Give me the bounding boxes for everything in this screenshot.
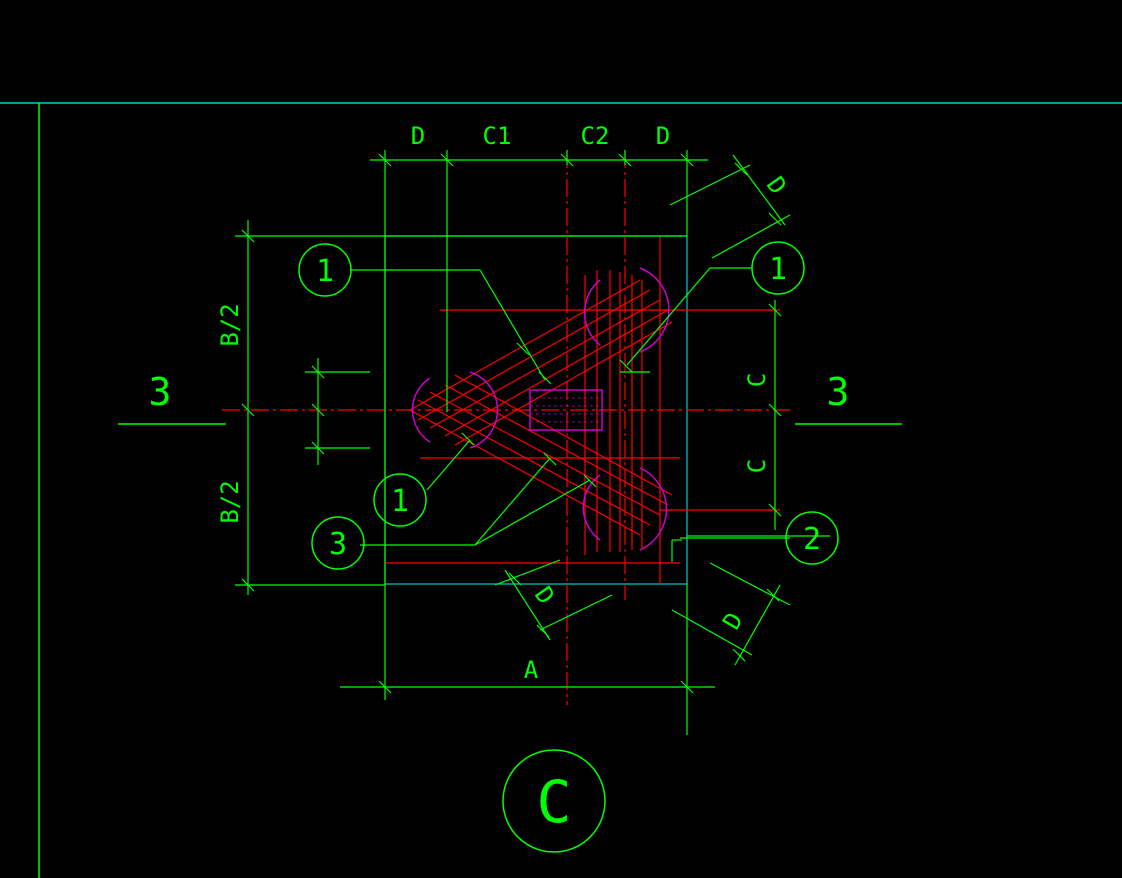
callout-mid-left: 1 <box>391 484 409 519</box>
dimension-lines <box>235 150 830 735</box>
drawing-frame <box>0 102 1122 878</box>
dim-diag-top-right: D <box>761 171 792 199</box>
dim-top-d2: D <box>656 122 670 150</box>
dim-left-lower: B/2 <box>216 480 244 523</box>
dim-diag-bottom-right: D <box>717 608 748 635</box>
dim-left-upper: B/2 <box>216 303 244 346</box>
dim-diag-bottom-mid: D <box>529 581 560 609</box>
dim-top-c2: C2 <box>581 122 610 150</box>
leader-lines <box>350 267 790 546</box>
callout-right: 2 <box>803 522 821 557</box>
dim-top-c1: C1 <box>483 122 512 150</box>
rebars <box>385 236 780 584</box>
dim-top-d1: D <box>411 122 425 150</box>
callout-top-left: 1 <box>316 254 334 289</box>
dim-bottom-a: A <box>524 656 539 684</box>
callout-bottom-left: 3 <box>329 527 347 562</box>
rebar-hooks <box>411 267 670 551</box>
callout-circles <box>298 241 839 853</box>
dim-right-upper: C <box>743 373 771 387</box>
detail-label: C <box>537 768 572 836</box>
callout-top-right: 1 <box>769 252 787 287</box>
section-mark-left: 3 <box>149 370 172 414</box>
dim-right-lower: C <box>743 459 771 473</box>
centerlines <box>222 150 790 705</box>
section-mark-right: 3 <box>827 370 850 414</box>
hatched-block <box>529 389 603 431</box>
